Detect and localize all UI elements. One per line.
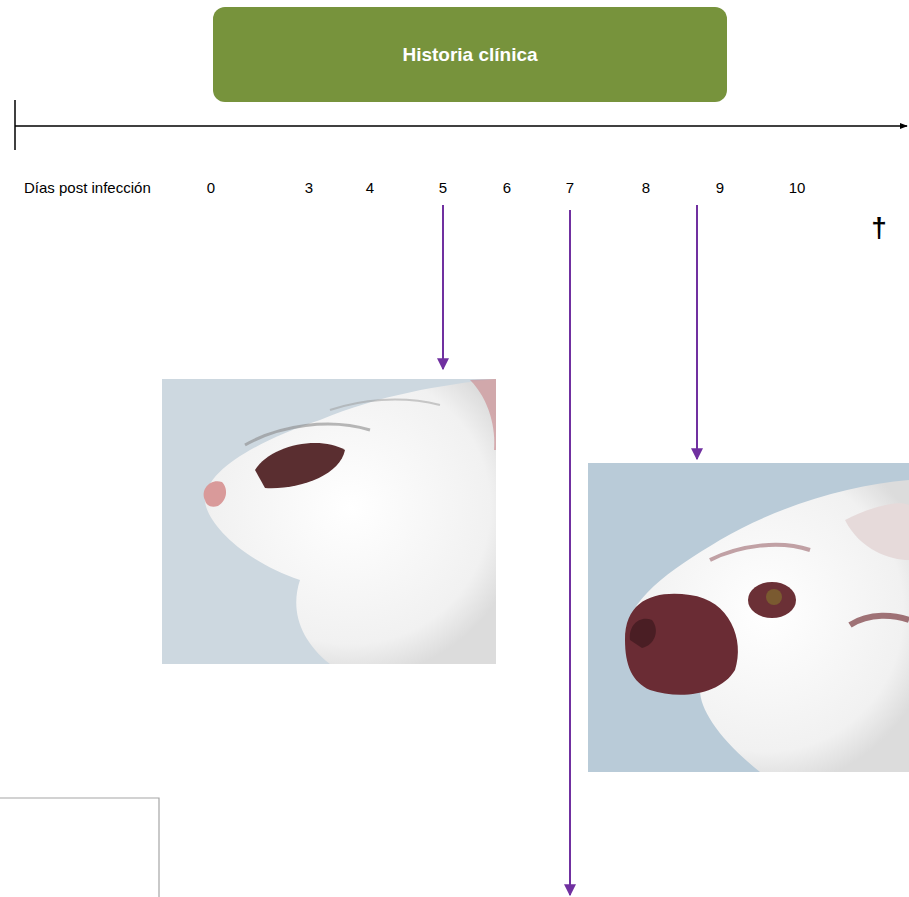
day-number: 6	[503, 180, 511, 195]
timeline-axis	[15, 125, 907, 127]
mouse-photo-day9	[588, 463, 909, 772]
day-number: 9	[716, 180, 724, 195]
axis-title: Días post infección	[24, 180, 151, 195]
day-number: 3	[305, 180, 313, 195]
day-number: 7	[566, 180, 574, 195]
header-text: Historia clínica	[402, 44, 537, 66]
day-number: 0	[207, 180, 215, 195]
header-box: Historia clínica	[213, 7, 727, 102]
day-number: 8	[642, 180, 650, 195]
pointer-arrow	[442, 205, 444, 369]
timeline	[15, 100, 907, 150]
day-number: 5	[439, 180, 447, 195]
pointer-arrow	[569, 210, 571, 895]
mouse-photo-day5	[162, 379, 496, 664]
pointer-arrow	[696, 205, 698, 459]
day-number: 10	[789, 180, 806, 195]
death-mark: †	[871, 214, 887, 242]
pointer-arrows	[443, 205, 697, 895]
timeline-start-tick	[14, 100, 16, 150]
empty-frame	[0, 798, 159, 897]
day-number: 4	[366, 180, 374, 195]
